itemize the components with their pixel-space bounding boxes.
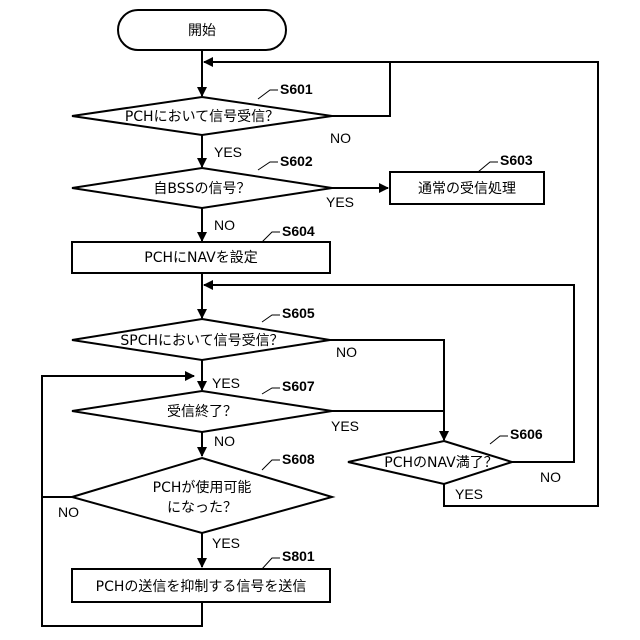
step-id-s604: S604: [282, 223, 315, 239]
s604-leader: [262, 232, 280, 242]
process-s603-text: 通常の受信処理: [418, 181, 516, 197]
s603-leader: [478, 162, 498, 172]
label-s606-yes: YES: [455, 486, 483, 502]
s606-leader: [490, 436, 508, 444]
s608-leader: [262, 460, 280, 470]
label-s607-yes: YES: [331, 418, 359, 434]
step-id-s603: S603: [500, 152, 533, 168]
label-s601-yes: YES: [214, 144, 242, 160]
label-s605-no: NO: [336, 344, 357, 360]
s607-leader: [262, 388, 280, 394]
start-label: 開始: [188, 23, 216, 39]
s602-leader: [258, 162, 278, 170]
step-id-s602: S602: [280, 153, 313, 169]
label-s601-no: NO: [330, 130, 351, 146]
decision-s608: PCHが使用可能 になった？ S608: [72, 451, 332, 533]
process-s603: 通常の受信処理 S603: [390, 152, 544, 204]
label-s602-no: NO: [214, 217, 235, 233]
decision-s606: PCHのNAV満了？ S606: [348, 426, 543, 484]
decision-s608-line2: になった？: [167, 500, 237, 516]
label-s606-no: NO: [540, 469, 561, 485]
decision-s605-text: SPCHにおいて信号受信？: [120, 333, 283, 349]
process-s801-text: PCHの送信を抑制する信号を送信: [96, 579, 307, 595]
decision-s602-text: 自BSSの信号？: [153, 181, 250, 197]
step-id-s801: S801: [282, 548, 315, 564]
decision-s608-line1: PCHが使用可能: [153, 479, 252, 496]
step-id-s606: S606: [510, 426, 543, 442]
decision-s606-text: PCHのNAV満了？: [384, 455, 497, 471]
decision-s607-text: 受信終了？: [167, 404, 237, 420]
start-terminal: 開始: [118, 10, 286, 50]
label-s608-yes: YES: [212, 535, 240, 551]
label-s605-yes: YES: [212, 375, 240, 391]
step-id-s608: S608: [282, 451, 315, 467]
label-s602-yes: YES: [326, 194, 354, 210]
process-s604-text: PCHにNAVを設定: [144, 250, 257, 266]
s605-leader: [262, 315, 280, 322]
step-id-s605: S605: [282, 305, 315, 321]
step-id-s607: S607: [282, 378, 315, 394]
step-id-s601: S601: [280, 81, 313, 97]
label-s608-no: NO: [58, 504, 79, 520]
s801-leader: [262, 558, 280, 569]
s601-leader: [258, 90, 278, 99]
decision-s601-text: PCHにおいて信号受信？: [125, 109, 279, 125]
label-s607-no: NO: [214, 433, 235, 449]
